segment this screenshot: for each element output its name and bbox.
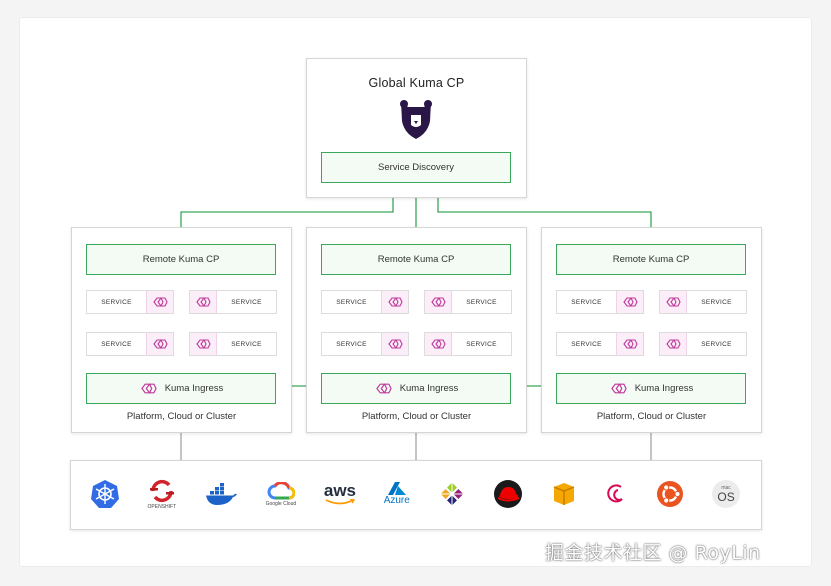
kuma-ingress-box: Kuma Ingress bbox=[321, 373, 511, 404]
zone-2: Remote Kuma CP SERVICE SERVICE SERVICE S… bbox=[306, 227, 527, 433]
platforms-bar bbox=[70, 460, 762, 530]
mesh-proxy-icon bbox=[381, 291, 408, 313]
service-box: SERVICE bbox=[659, 290, 747, 314]
service-box: SERVICE bbox=[86, 290, 174, 314]
mesh-proxy-icon bbox=[610, 383, 627, 394]
zone-footer: Platform, Cloud or Cluster bbox=[361, 411, 472, 422]
global-control-plane: Global Kuma CP Service Discovery bbox=[306, 58, 527, 198]
mesh-proxy-icon bbox=[616, 291, 643, 313]
centos-icon bbox=[438, 480, 466, 508]
mesh-proxy-icon bbox=[381, 333, 408, 355]
zone-3: Remote Kuma CP SERVICE SERVICE SERVICE S… bbox=[541, 227, 762, 433]
service-box: SERVICE bbox=[659, 332, 747, 356]
service-box: SERVICE bbox=[556, 290, 644, 314]
kuma-ingress-box: Kuma Ingress bbox=[556, 373, 746, 404]
mesh-proxy-icon bbox=[146, 291, 173, 313]
ubuntu-icon bbox=[656, 480, 684, 508]
kubernetes-icon bbox=[90, 479, 120, 509]
azure-icon: Azure bbox=[384, 482, 410, 506]
kuma-bear-icon bbox=[400, 100, 432, 139]
aws-box-icon bbox=[551, 481, 577, 507]
mesh-proxy-icon bbox=[140, 383, 157, 394]
remote-cp-box: Remote Kuma CP bbox=[321, 244, 511, 275]
aws-icon: aws bbox=[324, 482, 356, 505]
debian-icon bbox=[605, 481, 629, 507]
service-box: SERVICE bbox=[321, 332, 409, 356]
remote-cp-box: Remote Kuma CP bbox=[86, 244, 276, 275]
service-discovery-box: Service Discovery bbox=[321, 152, 511, 183]
global-cp-title: Global Kuma CP bbox=[368, 76, 465, 90]
service-box: SERVICE bbox=[424, 332, 512, 356]
mesh-proxy-icon bbox=[375, 383, 392, 394]
docker-icon bbox=[204, 482, 238, 506]
mesh-proxy-icon bbox=[660, 333, 687, 355]
mesh-proxy-icon bbox=[190, 333, 217, 355]
service-box: SERVICE bbox=[321, 290, 409, 314]
service-box: SERVICE bbox=[189, 290, 277, 314]
mesh-proxy-icon bbox=[425, 291, 452, 313]
service-box: SERVICE bbox=[189, 332, 277, 356]
zone-1: Remote Kuma CP SERVICE SERVICE SERVICE S… bbox=[71, 227, 292, 433]
service-box: SERVICE bbox=[86, 332, 174, 356]
mesh-proxy-icon bbox=[425, 333, 452, 355]
watermark-text: 掘金技术社区 @ RoyLin bbox=[545, 542, 761, 564]
zone-footer: Platform, Cloud or Cluster bbox=[596, 411, 707, 422]
platform-logos: OPENSHIFT Google Cloud aws Azure mac OS bbox=[70, 460, 760, 528]
kuma-ingress-box: Kuma Ingress bbox=[86, 373, 276, 404]
remote-cp-box: Remote Kuma CP bbox=[556, 244, 746, 275]
mesh-proxy-icon bbox=[146, 333, 173, 355]
mesh-proxy-icon bbox=[616, 333, 643, 355]
mesh-proxy-icon bbox=[660, 291, 687, 313]
zone-footer: Platform, Cloud or Cluster bbox=[126, 411, 237, 422]
red-hat-icon bbox=[493, 479, 523, 509]
google-cloud-icon: Google Cloud bbox=[266, 481, 296, 507]
mesh-proxy-icon bbox=[190, 291, 217, 313]
macos-icon: mac OS bbox=[712, 480, 741, 508]
service-box: SERVICE bbox=[424, 290, 512, 314]
openshift-icon: OPENSHIFT bbox=[148, 479, 176, 510]
service-box: SERVICE bbox=[556, 332, 644, 356]
